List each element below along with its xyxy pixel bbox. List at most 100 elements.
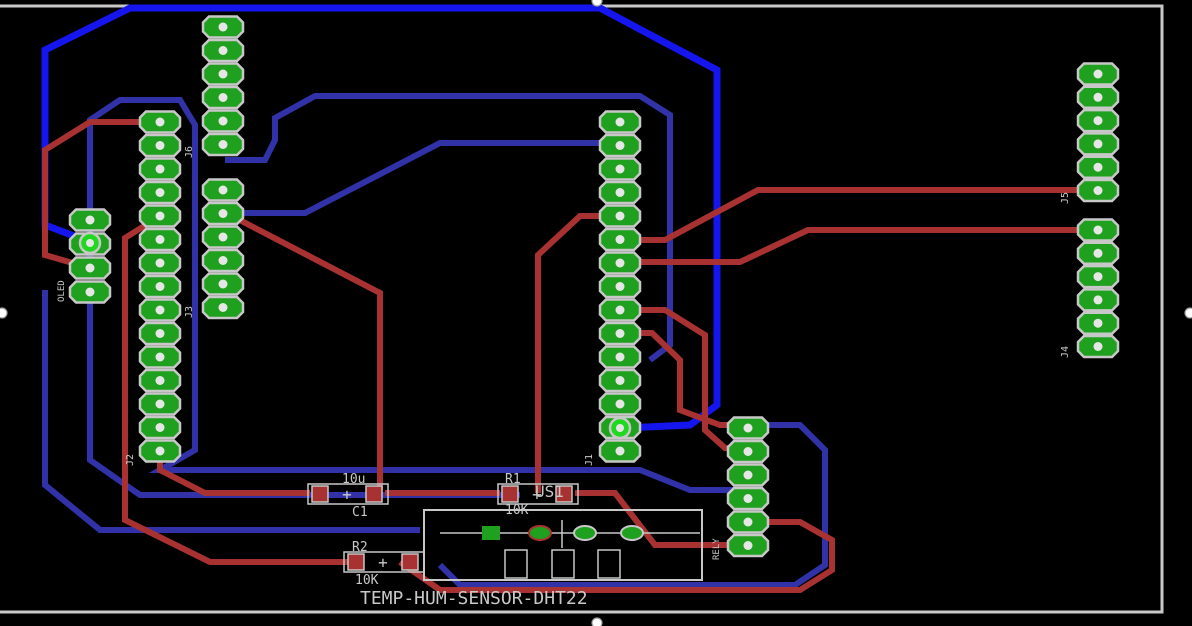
header-j4[interactable] — [1076, 218, 1120, 359]
r2-value-label: 10K — [355, 573, 379, 588]
pad-hole — [743, 423, 753, 433]
pad-hole — [218, 116, 228, 126]
pad-hole — [155, 352, 165, 362]
header-label-j4: J4 — [1060, 346, 1071, 358]
header-label-j1: J1 — [584, 454, 595, 466]
pad-hole — [615, 188, 625, 197]
pad-hole — [615, 117, 625, 127]
pad-hole — [155, 164, 165, 174]
sensor-pad[interactable] — [620, 525, 644, 541]
r1-ref-label: R1 — [505, 472, 521, 487]
pad-hole — [1093, 318, 1103, 328]
pad-hole — [615, 305, 625, 315]
header-label-oled: OLED — [57, 280, 67, 302]
pad-hole — [615, 141, 625, 150]
sensor-pad[interactable] — [573, 525, 597, 541]
top-trace — [398, 519, 835, 593]
pad-hole — [218, 93, 228, 102]
sensor-pad-square[interactable] — [482, 526, 500, 540]
pad-hole — [155, 423, 165, 432]
header-j2[interactable] — [138, 110, 182, 463]
bottom-trace — [437, 422, 828, 588]
pad-hole — [155, 446, 165, 456]
pad-hole — [615, 164, 625, 174]
resistor-r2[interactable]: + — [343, 551, 425, 573]
header-label-j6: J6 — [184, 146, 195, 158]
pad-hole — [218, 46, 228, 55]
pad-hole — [1093, 272, 1103, 282]
top-trace — [122, 213, 350, 565]
pad-hole — [155, 188, 165, 197]
pad-hole — [1093, 69, 1103, 79]
header-j6[interactable] — [201, 15, 245, 157]
resize-handle-right[interactable] — [1184, 307, 1192, 319]
header-j1[interactable] — [598, 110, 642, 463]
pad-hole — [155, 258, 165, 268]
top-trace — [230, 213, 383, 490]
top-trace — [620, 187, 1100, 243]
c1-ref-label: C1 — [352, 505, 368, 520]
header-j5[interactable] — [1076, 62, 1120, 203]
pad-hole — [218, 209, 228, 218]
pad-hole — [743, 470, 753, 480]
pad-hole — [155, 235, 165, 244]
pad-hole — [155, 282, 165, 291]
pad-hole — [615, 211, 625, 221]
resistor-r1[interactable]: + — [497, 483, 579, 505]
pad-hole — [1093, 186, 1103, 195]
capacitor-c1[interactable]: + — [307, 483, 389, 505]
pad-hole — [155, 329, 165, 338]
top-trace — [620, 330, 760, 428]
bottom-trace — [87, 300, 520, 498]
pad-hole — [155, 117, 165, 127]
pad-hole — [218, 69, 228, 79]
dht22-sensor-footprint[interactable] — [423, 509, 703, 581]
pad-hole — [743, 541, 753, 550]
resize-handle-left[interactable] — [0, 307, 8, 319]
pad-hole — [615, 329, 625, 338]
plus-icon: + — [378, 553, 388, 572]
pad-hole — [155, 399, 165, 409]
pad-hole — [615, 282, 625, 291]
pad-hole — [218, 256, 228, 265]
pad-hole — [218, 279, 228, 289]
pad-hole — [85, 215, 95, 225]
pad-hole — [1093, 248, 1103, 258]
r2-ref-label: R2 — [352, 540, 368, 555]
pad-hole — [218, 303, 228, 312]
pad-hole — [155, 141, 165, 150]
top-trace — [575, 490, 760, 548]
pad-hole — [1093, 139, 1103, 149]
pad-hole — [155, 211, 165, 221]
header-label-j5: J5 — [1060, 192, 1071, 204]
resize-handle-bottom[interactable] — [591, 617, 603, 626]
header-j3[interactable] — [201, 178, 245, 320]
u1-ref-label: US1 — [535, 482, 564, 501]
pad-hole — [218, 22, 228, 32]
header-label-rely: RELY — [712, 538, 722, 560]
pad-hole — [743, 494, 753, 503]
pad-hole — [1093, 295, 1103, 305]
header-label-j2: J2 — [125, 454, 136, 466]
pad-hole — [615, 399, 625, 409]
pad-hole — [218, 232, 228, 242]
pad-hole — [1093, 92, 1103, 102]
board-name-label: TEMP-HUM-SENSOR-DHT22 — [360, 588, 588, 609]
pad-hole — [85, 287, 95, 297]
header-oled[interactable] — [68, 208, 112, 304]
pad-hole — [615, 235, 625, 244]
resize-handle-top[interactable] — [591, 0, 603, 7]
header-label-j3: J3 — [184, 306, 195, 318]
pad-hole — [615, 258, 625, 268]
via-hole — [616, 424, 624, 432]
top-trace — [620, 227, 1100, 265]
bottom-trace — [42, 290, 420, 533]
pad-hole — [1093, 342, 1103, 351]
header-rely[interactable] — [726, 416, 770, 558]
sensor-pad[interactable] — [528, 525, 552, 541]
plus-icon: + — [342, 485, 352, 504]
pad-hole — [615, 352, 625, 362]
pad-hole — [743, 517, 753, 527]
